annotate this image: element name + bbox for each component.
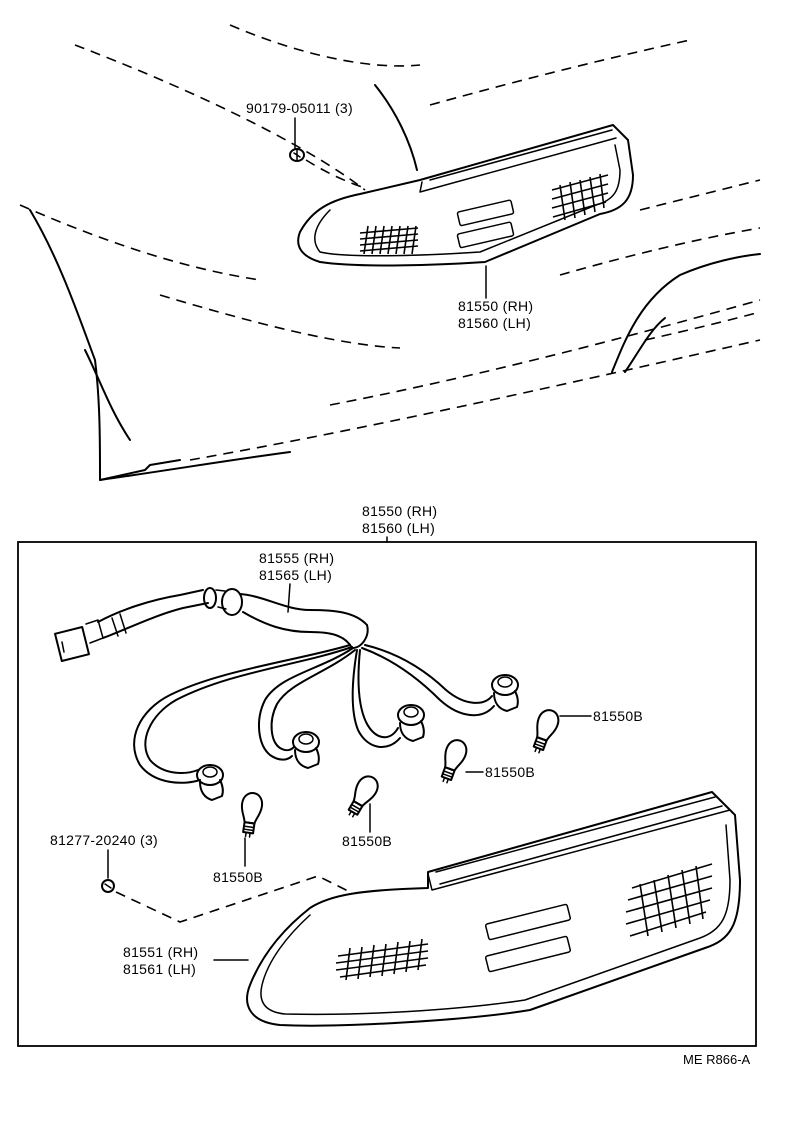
harness-lh-label: 81565 (LH) — [259, 567, 332, 583]
nut-icon — [289, 117, 366, 189]
lamp-grid-left — [359, 225, 419, 255]
reference-code: ME R866-A — [683, 1052, 751, 1067]
lens-rh-label: 81551 (RH) — [123, 944, 198, 960]
screw-label: 81277-20240 (3) — [50, 832, 158, 848]
tail-lamp-lens-upper — [297, 124, 634, 299]
lens-lh-label: 81561 (LH) — [123, 961, 196, 977]
bulb-icon — [532, 709, 560, 754]
bulb-icon — [240, 792, 263, 838]
screw-icon — [101, 879, 115, 893]
box-rh-label: 81550 (RH) — [362, 503, 437, 519]
assembly-frame — [17, 541, 757, 1047]
bulb-icon — [440, 739, 468, 784]
socket-3 — [397, 704, 425, 742]
tail-lamp-lens-lower — [246, 791, 741, 1027]
socket-1 — [196, 764, 224, 801]
socket-2 — [292, 731, 320, 769]
lamp-grid-right — [625, 863, 713, 937]
lens-top-lh-label: 81560 (LH) — [458, 315, 531, 331]
lens-top-rh-label: 81550 (RH) — [458, 298, 533, 314]
bulb-d-label: 81550B — [213, 869, 263, 885]
bulb-a-label: 81550B — [593, 708, 643, 724]
lamp-grid-right — [551, 173, 609, 221]
bulb-c-label: 81550B — [342, 833, 392, 849]
socket-4 — [491, 674, 519, 712]
wiring-harness — [54, 587, 495, 784]
box-lh-label: 81560 (LH) — [362, 520, 435, 536]
nut-top-label: 90179-05011 (3) — [246, 100, 353, 116]
vehicle-body-outline — [19, 24, 761, 481]
harness-rh-label: 81555 (RH) — [259, 550, 334, 566]
lamp-grid-left — [335, 938, 429, 981]
bulb-b-label: 81550B — [485, 764, 535, 780]
bulb-icon — [347, 775, 379, 818]
